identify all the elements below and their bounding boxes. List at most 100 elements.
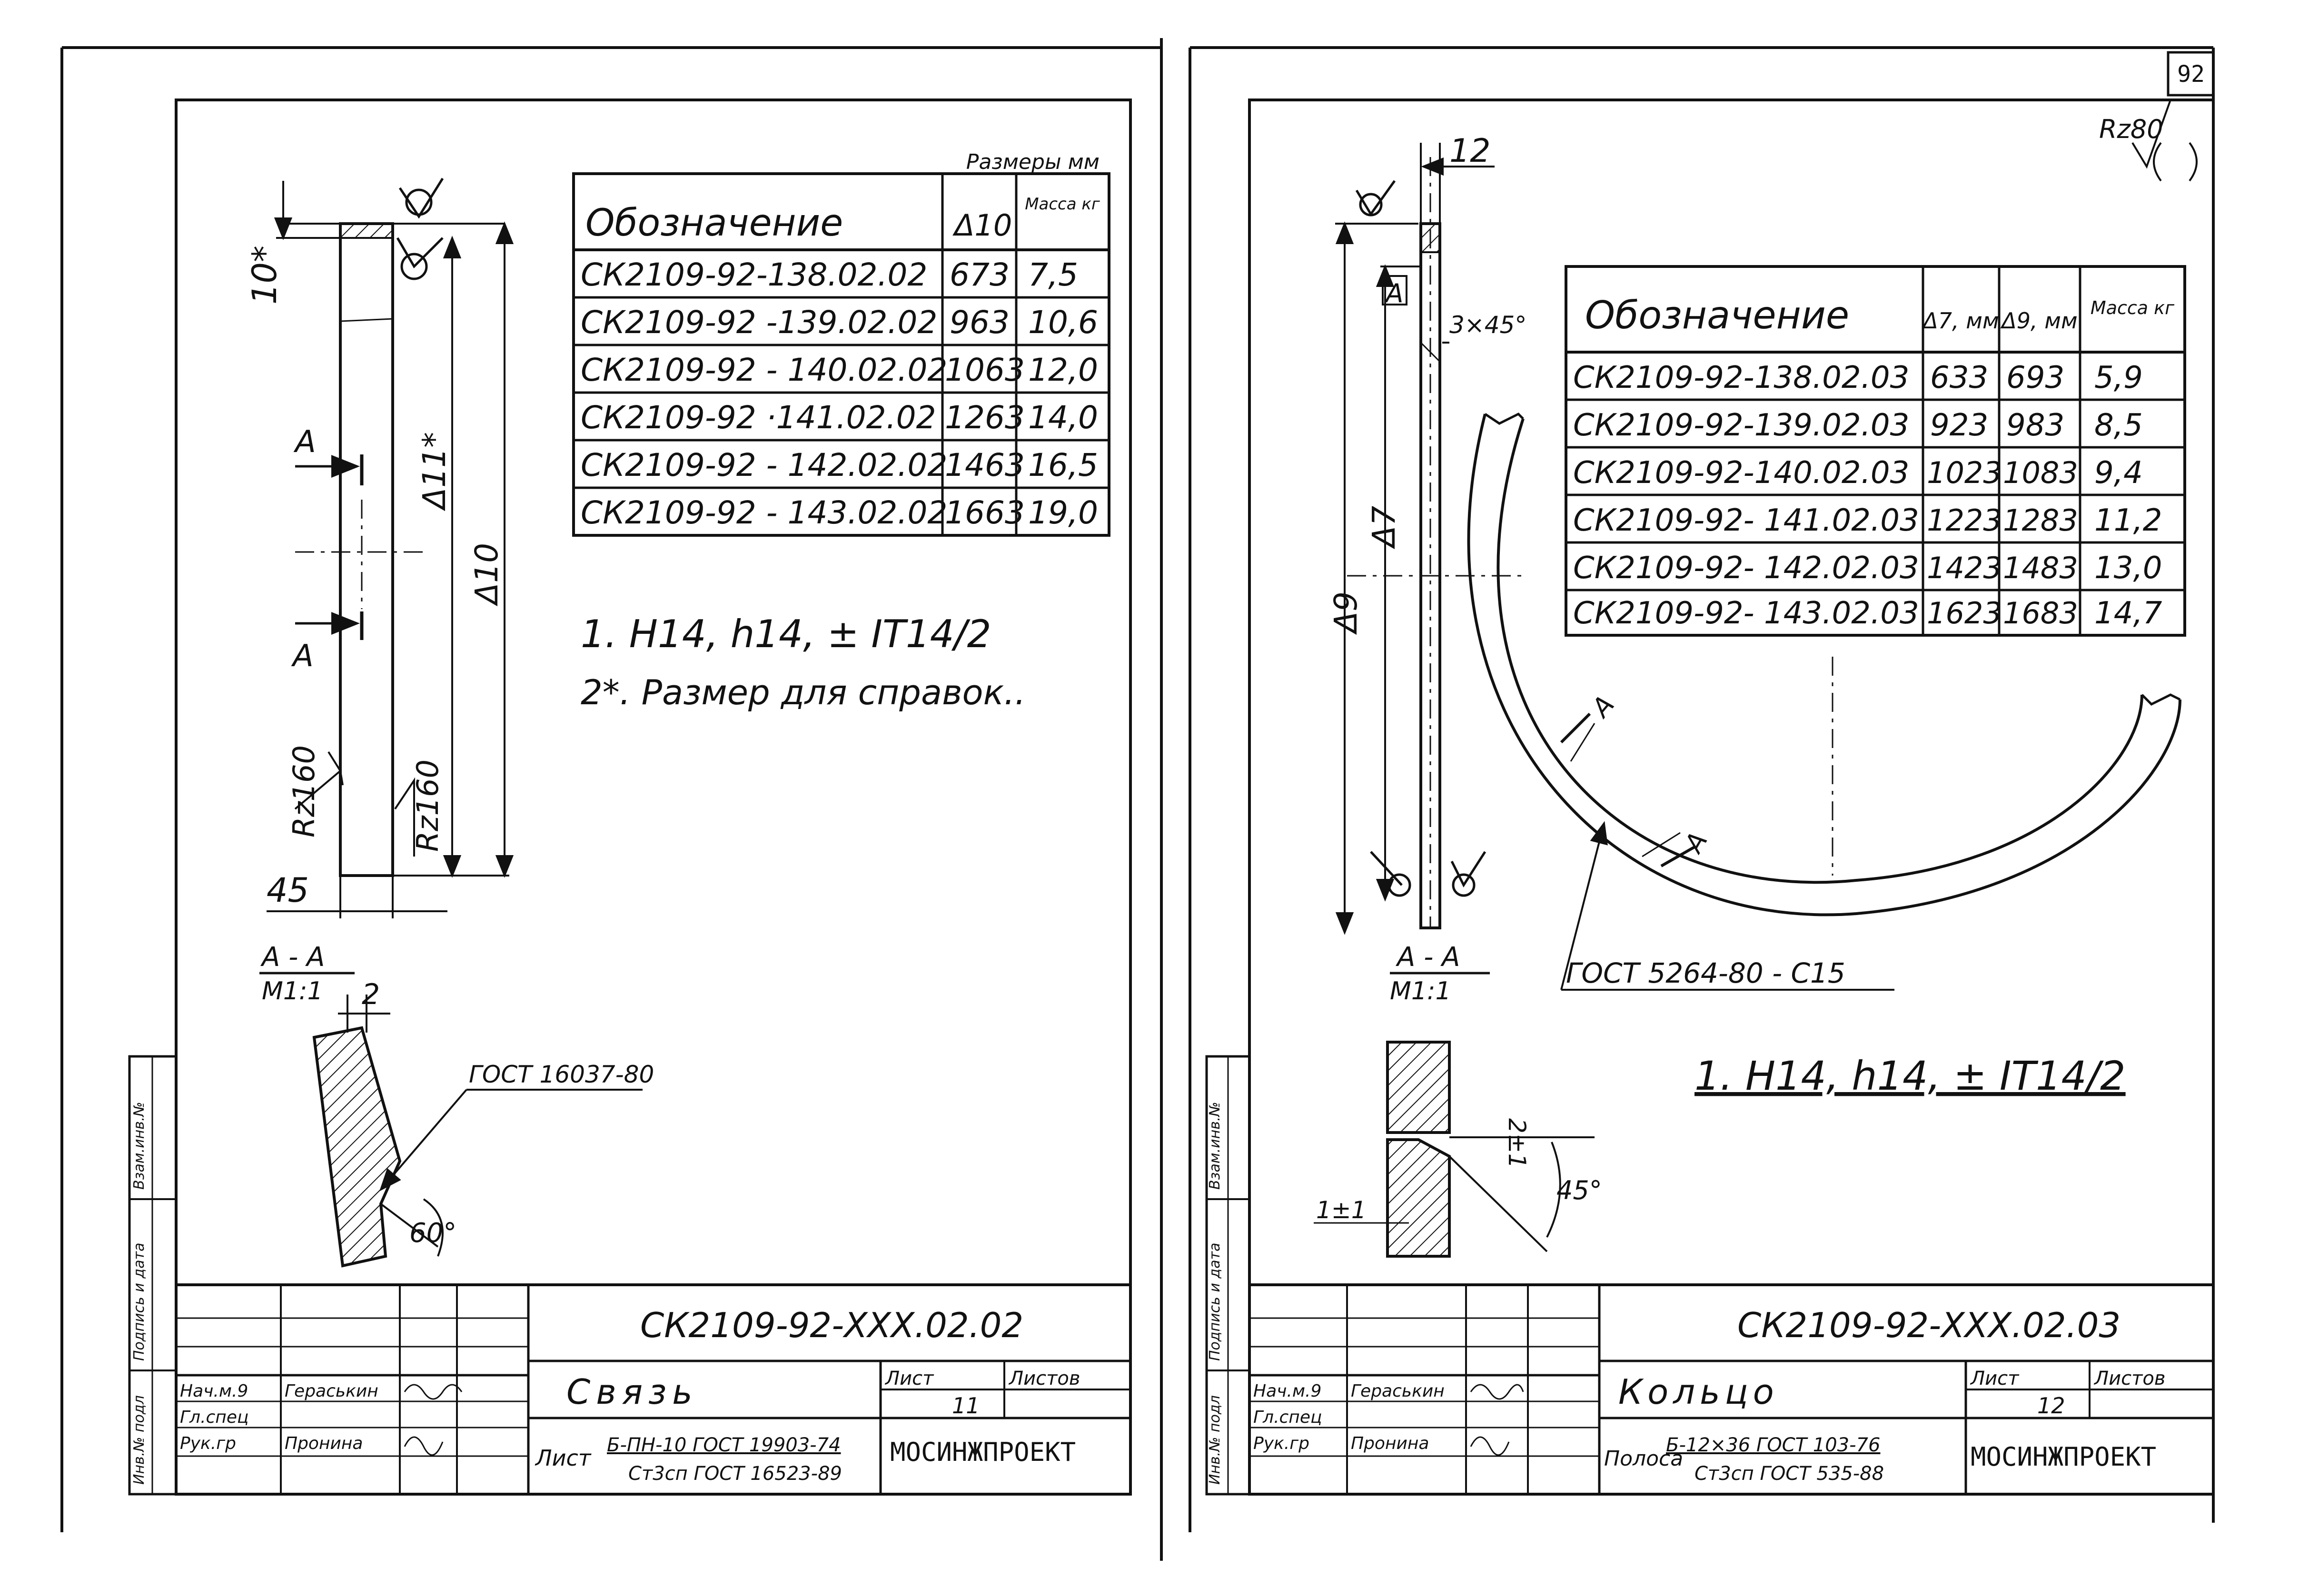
side-stamp-sign: Подпись и дата [131,1243,148,1361]
left-row-2-delta: 963 [950,304,1010,341]
angle-60: 60° [409,1218,456,1249]
left-row-2-code: СК2109-92 -139.02.02 [581,304,937,341]
dim-width-12: 12 [1449,132,1491,170]
left-role-3: Рук.гр [180,1434,236,1453]
left-row-6-code: СК2109-92 - 143.02.02 [581,494,947,531]
th-designation-right: Обозначение [1585,293,1849,337]
left-row-5-delta: 1463 [945,447,1025,483]
right-material-top: Б-12×36 ГОСТ 103-76 [1666,1434,1880,1456]
left-name-3: Пронина [285,1434,363,1453]
left-signature-1 [404,1384,463,1400]
right-material-prefix: Полоса [1604,1447,1683,1471]
th-designation: Обозначение [585,202,843,245]
right-row-6-d9: 1683 [2003,596,2078,631]
left-row-3-mass: 12,0 [1028,352,1098,388]
ring-front-view: A A ГОСТ 5264-80 - C15 [1467,412,2181,991]
th-mass: Масса кг [1025,195,1100,214]
left-part-name: Связь [566,1372,698,1412]
right-row-3-d7: 1023 [1927,455,2002,490]
right-part-name: Кольцо [1618,1372,1779,1412]
left-material-bottom: Ст3сп ГОСТ 16523-89 [628,1463,842,1485]
right-org: МОСИНЖПРОЕКТ [1971,1442,2156,1472]
ring-side-view: 12 3×45° Δ9 Δ7 A [1328,132,1526,935]
right-row-4-code: СК2109-92- 141.02.03 [1573,503,1919,538]
left-row-3-code: СК2109-92 - 140.02.02 [581,352,947,388]
left-signature-3 [404,1436,444,1456]
right-row-2-d9: 983 [2006,408,2064,443]
right-side-stamp: Инв.№ подл Подпись и дата Взам.инв.№ [1205,1055,1251,1496]
right-row-6-code: СК2109-92- 143.02.03 [1573,596,1919,631]
side-stamp-inv: Инв.№ подл [131,1395,148,1485]
size-note: Размеры мм [966,150,1100,174]
left-role-2: Гл.спец [180,1408,249,1427]
dim-delta11: Δ11* [416,432,453,512]
right-note-1: 1. H14, h14, ± IT14/2 [1695,1053,2126,1099]
right-row-5-d9: 1483 [2003,551,2078,585]
section-mark-a-side: A [1385,278,1404,308]
roughness-corner: Rz80 [2099,114,2163,144]
right-side-stamp-inv: Инв.№ подл [1207,1395,1223,1485]
left-row-4-mass: 14,0 [1028,399,1098,436]
dim-1pm1: 1±1 [1316,1196,1367,1224]
left-row-2-mass: 10,6 [1028,304,1098,341]
right-sheet: Инв.№ подл Подпись и дата Взам.инв.№ Rz8… [1205,99,2215,1496]
left-sheet-value: 11 [952,1393,980,1419]
th-delta7: Δ7, мм [1922,308,1999,334]
left-side-stamp: Инв.№ подл Подпись и дата Взам.инв.№ [128,1055,178,1496]
right-row-1-d7: 633 [1930,360,1988,395]
dim-delta10: Δ10 [468,543,505,607]
right-row-1-d9: 693 [2006,360,2064,395]
right-row-4-mass: 11,2 [2094,503,2162,538]
dim-delta7: Δ7 [1366,506,1402,550]
right-sheet-label: Лист [1970,1368,2020,1389]
section-mark-a-ring1: A [1585,690,1620,724]
right-side-stamp-sign: Подпись и дата [1207,1243,1223,1361]
left-row-4-delta: 1263 [945,399,1025,436]
right-name-1: Гераськин [1351,1381,1445,1401]
section-title-left: A - A [260,942,325,973]
left-sheet: Инв.№ подл Подпись и дата Взам.инв.№ A A… [128,99,1132,1496]
page-number: 92 [2177,61,2205,88]
left-name-1: Гераськин [285,1381,378,1401]
th-delta9: Δ9, мм [2000,308,2077,334]
left-row-1-mass: 7,5 [1028,256,1078,293]
left-section-aa: A - A M1:1 2 60° ГОСТ 16037-80 [259,942,654,1268]
left-role-1: Нач.м.9 [180,1381,248,1401]
weld-standard-right: ГОСТ 5264-80 - C15 [1566,957,1845,989]
right-spec-table: Обозначение Δ7, мм Δ9, мм Масса кг СК210… [1565,265,2186,637]
right-row-2-d7: 923 [1930,408,1988,443]
right-signature-3 [1470,1436,1510,1456]
right-row-6-mass: 14,7 [2094,596,2162,631]
section-mark-a-bottom: A [291,639,314,674]
angle-45: 45° [1556,1175,1602,1205]
rz160-right: Rz160 [410,759,445,852]
left-row-6-mass: 19,0 [1028,494,1098,531]
left-spec-table: Размеры мм Обозначение Δ10 Масса кг СК21… [572,150,1110,537]
right-row-1-code: СК2109-92-138.02.03 [1573,360,1909,395]
side-stamp-replace: Взам.инв.№ [131,1102,148,1190]
right-role-1: Нач.м.9 [1253,1381,1321,1401]
dim-2pm1: 2±1 [1503,1118,1531,1169]
right-row-3-d9: 1083 [2003,455,2078,490]
dim-width-45: 45 [267,871,309,910]
right-row-6-d7: 1623 [1927,596,2002,631]
right-side-stamp-replace: Взам.инв.№ [1207,1102,1223,1190]
right-signature-1 [1470,1384,1524,1400]
right-row-3-mass: 9,4 [2094,455,2143,491]
dim-delta9: Δ9 [1328,591,1364,635]
section-scale-left: M1:1 [262,977,323,1005]
left-note-2: 2*. Размер для справок.. [581,672,1026,712]
section-scale-right: M1:1 [1390,977,1451,1005]
left-row-5-code: СК2109-92 - 142.02.02 [581,447,947,483]
dim-thickness-2: 2 [362,978,380,1011]
page-number-box [2167,51,2215,97]
section-mark-a-top: A [293,424,316,460]
left-material-prefix: Лист [535,1445,592,1471]
left-material-top: Б-ПН-10 ГОСТ 19903-74 [607,1434,841,1456]
right-row-5-mass: 13,0 [2094,551,2162,586]
left-title-block: СК2109-92-XXX.02.02 Связь Лист Листов 11… [175,1283,1132,1496]
right-row-2-code: СК2109-92-139.02.03 [1573,408,1909,443]
right-role-3: Рук.гр [1253,1434,1309,1453]
